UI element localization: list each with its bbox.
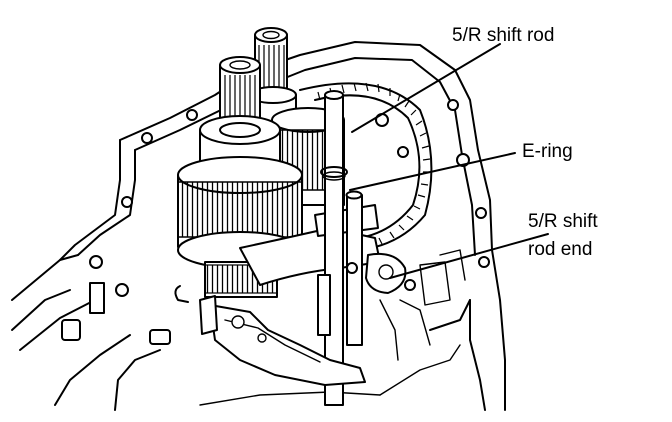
case-bosses	[379, 249, 466, 361]
leader-e-ring	[349, 152, 516, 191]
interlock-lever	[174, 285, 366, 386]
main-shaft	[177, 56, 303, 298]
callout-rod-end-line2: rod end	[528, 239, 593, 260]
callout-e-ring: E-ring	[522, 141, 573, 162]
leader-shift-rod	[351, 43, 501, 133]
flange-bolts	[89, 87, 490, 297]
e-ring	[320, 166, 348, 181]
ring-gear	[299, 82, 433, 251]
leader-lines	[349, 43, 549, 279]
vent-fitting	[61, 282, 171, 345]
leader-rod-end	[389, 233, 549, 279]
callout-rod-end-line1: 5/R shift	[528, 211, 598, 232]
shift-rod-end	[346, 252, 416, 294]
callout-shift-rod: 5/R shift rod	[452, 25, 555, 46]
